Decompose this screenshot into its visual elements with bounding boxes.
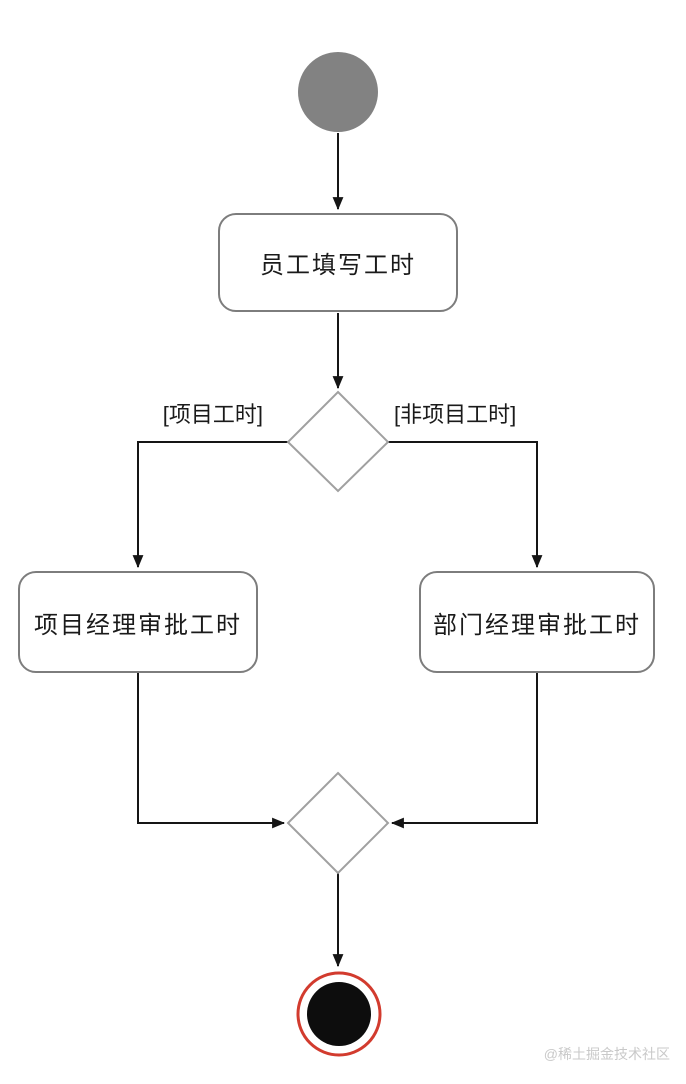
edge-pm-approve-to-merge xyxy=(137,673,286,829)
edge-dm-approve-to-merge xyxy=(390,673,538,829)
action-node-fill-timesheet: 员工填写工时 xyxy=(218,213,458,312)
initial-node xyxy=(298,52,378,132)
action-label: 部门经理审批工时 xyxy=(433,611,641,639)
action-node-pm-approve: 项目经理审批工时 xyxy=(18,571,258,673)
action-label: 员工填写工时 xyxy=(260,252,416,279)
merge-node xyxy=(286,771,390,875)
watermark: @稀土掘金技术社区 xyxy=(543,1046,670,1062)
final-node-core xyxy=(307,982,371,1046)
edge-decision-to-pm-approve xyxy=(132,441,288,569)
action-node-dm-approve: 部门经理审批工时 xyxy=(419,571,655,673)
guard-label-project-hours: [项目工时] xyxy=(162,402,263,427)
guard-label-non-project-hours: [非项目工时] xyxy=(394,402,517,427)
edge-decision-to-dm-approve xyxy=(388,441,543,569)
decision-node xyxy=(286,390,390,493)
action-label: 项目经理审批工时 xyxy=(34,611,242,639)
